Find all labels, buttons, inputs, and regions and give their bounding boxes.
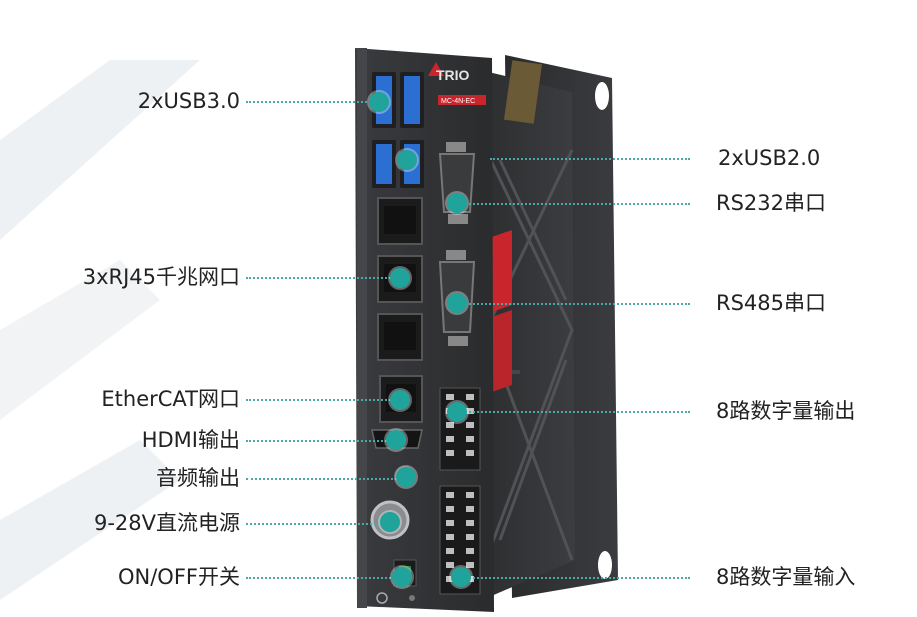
marker-dot-usb3: [369, 92, 389, 112]
model-label: MC-4N-EC: [441, 98, 475, 105]
leader-line-audio: [246, 478, 401, 480]
callout-onoff: ON/OFF开关: [117, 565, 240, 589]
callout-ethercat: EtherCAT网口: [101, 387, 240, 411]
callout-rj45: 3xRJ45千兆网口: [82, 265, 240, 289]
brand-logo-text: TRIO: [436, 67, 470, 83]
leader-line-do8: [458, 411, 690, 413]
leader-line-hdmi: [246, 440, 394, 442]
marker-dot-ethercat: [390, 390, 410, 410]
marker-dot-rs485: [447, 293, 467, 313]
marker-dot-di8: [451, 567, 471, 587]
background-shape: [0, 60, 200, 240]
leader-line-di8: [462, 577, 690, 579]
background-shape: [0, 260, 160, 420]
leader-line-usb2: [490, 158, 690, 160]
leader-line-power: [246, 523, 388, 525]
marker-dot-do8: [447, 402, 467, 422]
leader-line-ethercat: [246, 399, 394, 401]
callout-rs485: RS485串口: [716, 291, 827, 315]
leader-line-rj45: [246, 277, 394, 279]
callout-do8: 8路数字量输出: [716, 399, 856, 423]
callout-di8: 8路数字量输入: [716, 565, 856, 589]
callout-rs232: RS232串口: [716, 191, 827, 215]
leader-line-rs485: [458, 303, 690, 305]
marker-dot-rj45: [390, 268, 410, 288]
leader-line-onoff: [246, 577, 398, 579]
callout-power: 9-28V直流电源: [93, 511, 240, 535]
marker-dot-onoff: [392, 567, 412, 587]
callout-hdmi: HDMI输出: [141, 428, 240, 452]
marker-dot-audio: [396, 467, 416, 487]
leader-line-rs232: [458, 203, 690, 205]
leader-line-usb3: [246, 101, 378, 103]
marker-dot-usb3b: [397, 150, 417, 170]
background-shape: [0, 440, 180, 600]
callout-usb2: 2xUSB2.0: [718, 146, 821, 170]
device-logo: TRIO MC-4N-EC: [428, 62, 486, 105]
callout-audio: 音频输出: [156, 466, 240, 490]
terminal-blocks: [439, 387, 481, 595]
marker-dot-power: [380, 512, 400, 532]
marker-dot-hdmi: [386, 430, 406, 450]
rj45-ports: [377, 197, 423, 361]
marker-dot-rs232: [447, 193, 467, 213]
callout-usb3: 2xUSB3.0: [137, 89, 240, 113]
